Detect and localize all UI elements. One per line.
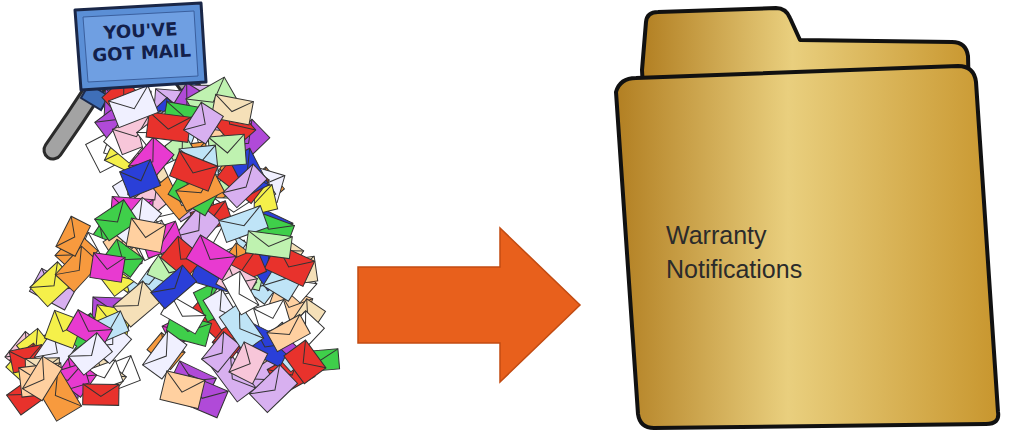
envelope bbox=[184, 102, 224, 144]
envelope-flap bbox=[163, 371, 205, 397]
envelope-flap bbox=[229, 342, 258, 379]
node-outline bbox=[580, 0, 1005, 432]
envelope-flap bbox=[219, 206, 265, 234]
envelope-body bbox=[249, 365, 297, 413]
envelope bbox=[151, 265, 197, 309]
envelope-flap bbox=[184, 102, 215, 138]
node-outline bbox=[5, 0, 358, 432]
envelope-body bbox=[68, 333, 112, 375]
envelope-flap bbox=[83, 384, 119, 397]
envelope-body bbox=[83, 384, 119, 405]
envelope-body bbox=[229, 342, 268, 384]
folder-front bbox=[616, 66, 998, 428]
envelope bbox=[56, 216, 91, 256]
envelope bbox=[23, 356, 63, 401]
envelope-body bbox=[170, 151, 218, 191]
envelope bbox=[160, 371, 205, 409]
envelope bbox=[120, 160, 161, 198]
envelope bbox=[229, 342, 268, 384]
screen-glass bbox=[83, 11, 198, 82]
envelope bbox=[245, 231, 292, 259]
envelope-flap bbox=[174, 151, 218, 181]
envelope-flap bbox=[267, 314, 306, 343]
envelope-flap bbox=[108, 86, 154, 117]
envelope-body bbox=[245, 231, 292, 259]
envelope-body bbox=[108, 86, 158, 128]
envelope-flap bbox=[223, 164, 261, 201]
envelope-body bbox=[143, 331, 187, 379]
envelope-body bbox=[184, 102, 224, 144]
envelope-body bbox=[23, 356, 63, 401]
envelope bbox=[223, 164, 267, 208]
monitor-screen bbox=[75, 3, 206, 90]
envelope-flap bbox=[230, 271, 259, 311]
envelope bbox=[186, 235, 236, 280]
envelope-flap bbox=[95, 200, 132, 232]
folder: Warranty Notifications bbox=[580, 0, 1005, 432]
envelope bbox=[126, 218, 166, 252]
envelope bbox=[143, 331, 187, 379]
envelope-pile bbox=[5, 77, 340, 421]
envelope-flap bbox=[143, 331, 179, 373]
block-arrow bbox=[358, 228, 580, 382]
envelope bbox=[267, 314, 310, 351]
envelope-body bbox=[146, 112, 191, 142]
envelope bbox=[170, 151, 218, 191]
envelope-body bbox=[267, 314, 310, 351]
envelope-body bbox=[56, 216, 91, 256]
envelope-flap bbox=[213, 94, 253, 115]
node-label: YOU'VE GOT MAIL bbox=[84, 17, 198, 67]
envelope-body bbox=[126, 218, 166, 252]
envelope-body bbox=[186, 235, 236, 280]
envelope-body bbox=[160, 371, 205, 409]
envelope bbox=[90, 253, 125, 283]
node-label: Warranty Notifications bbox=[666, 218, 836, 286]
envelope-flap bbox=[56, 216, 82, 252]
envelope-flap bbox=[120, 160, 157, 187]
envelope-flap bbox=[247, 231, 293, 250]
envelope bbox=[146, 112, 191, 142]
envelope bbox=[108, 86, 158, 128]
envelope-body bbox=[223, 164, 267, 208]
envelope-flap bbox=[254, 300, 288, 323]
envelope bbox=[68, 333, 112, 375]
envelope-flap bbox=[91, 253, 125, 272]
envelope bbox=[222, 271, 259, 315]
envelope-flap bbox=[23, 356, 54, 396]
envelope bbox=[83, 384, 119, 405]
envelope-flap bbox=[293, 340, 326, 377]
envelope bbox=[249, 365, 297, 413]
mail-illustration: YOU'VE GOT MAIL bbox=[5, 0, 358, 432]
envelope-body bbox=[151, 265, 197, 309]
envelope-body bbox=[222, 271, 259, 315]
envelope-flap bbox=[68, 333, 106, 367]
envelope-body bbox=[90, 253, 125, 283]
envelope-body bbox=[120, 160, 161, 198]
envelope-flap bbox=[192, 235, 236, 270]
envelope-flap bbox=[128, 218, 166, 241]
envelope-flap bbox=[249, 365, 290, 405]
envelope-flap bbox=[151, 265, 191, 302]
